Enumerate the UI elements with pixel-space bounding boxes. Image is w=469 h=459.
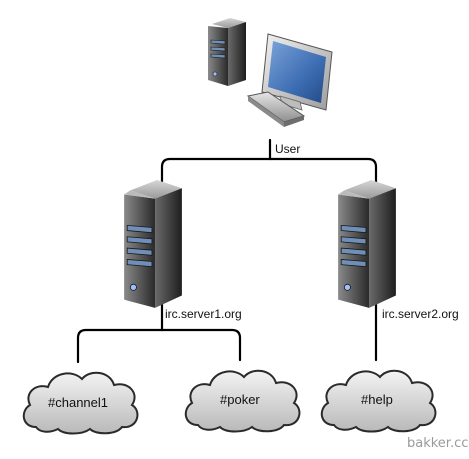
- link-user-server2: [268, 157, 378, 184]
- user-label: User: [275, 142, 301, 156]
- server1-label: irc.server1.org: [165, 307, 242, 321]
- server2-tower-icon: [337, 180, 397, 309]
- channel1-label: #channel1: [48, 395, 108, 410]
- poker-label: #poker: [220, 392, 260, 407]
- user-workstation: [208, 18, 333, 127]
- pc-tower-icon: [208, 18, 247, 87]
- link-server1-poker: [160, 328, 242, 362]
- link-user-server1: [160, 157, 272, 184]
- keyboard-icon: [246, 91, 306, 127]
- link-server1-channel1: [76, 328, 164, 364]
- help-label: #help: [361, 392, 393, 407]
- server1-tower-icon: [123, 180, 183, 309]
- watermark: bakker.cc: [407, 436, 469, 451]
- server2-label: irc.server2.org: [382, 307, 459, 321]
- connection-lines: [76, 138, 378, 364]
- monitor-icon: [261, 33, 333, 111]
